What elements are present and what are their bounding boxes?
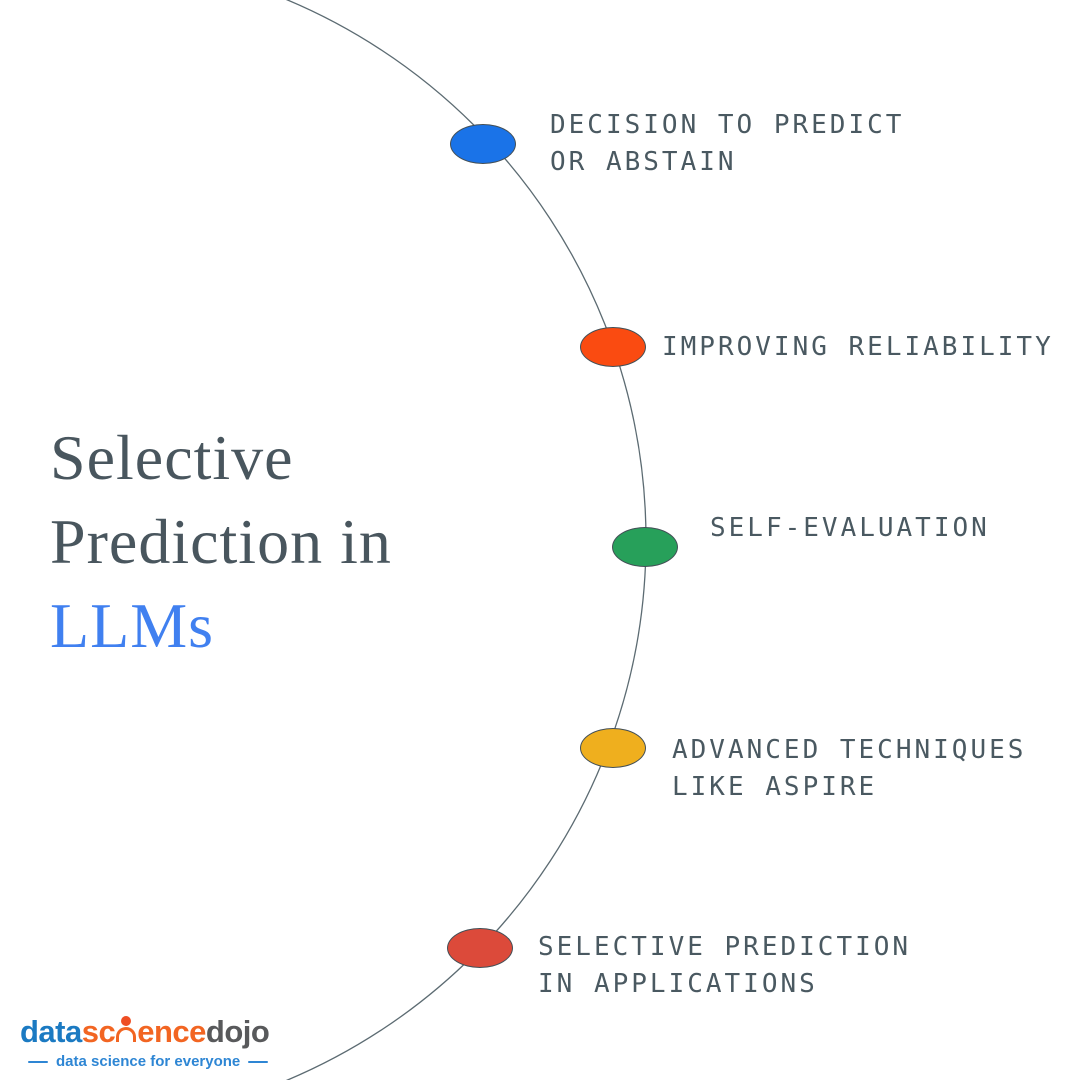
node-ellipse-self-evaluation [612, 527, 678, 567]
title-accent-llms: LLMs [50, 590, 214, 661]
title-line-2: Prediction in [50, 506, 392, 577]
logo-word-dojo: dojo [205, 1014, 270, 1049]
logo-person-icon [116, 1016, 137, 1042]
person-arms-icon [116, 1027, 137, 1042]
node-label-decision-line-1: DECISION TO PREDICT [550, 110, 905, 140]
node-label-applications-line-1: SELECTIVE PREDICTION [538, 932, 912, 962]
node-label-self-evaluation-line-1: SELF-EVALUATION [710, 513, 990, 543]
person-head-icon [121, 1016, 132, 1026]
title-line-1: Selective [50, 422, 294, 493]
node-label-reliability-line-1: IMPROVING RELIABILITY [662, 332, 1054, 362]
page-title: Selective Prediction in LLMs [50, 416, 392, 668]
logo-word-data: data [20, 1014, 82, 1049]
logo-tagline: data science for everyone [56, 1053, 241, 1070]
logo-word-science-post: ence [137, 1014, 206, 1049]
node-label-advanced-line-1: ADVANCED TECHNIQUES [672, 735, 1027, 765]
node-ellipse-advanced-techniques [580, 728, 646, 768]
node-label-decision-line-2: OR ABSTAIN [550, 147, 737, 177]
logo-tagline-row: data science for everyone [28, 1053, 269, 1070]
node-label-advanced-line-2: LIKE ASPIRE [672, 772, 878, 802]
node-ellipse-improving-reliability [580, 327, 646, 367]
logo-word-science-pre: sc [81, 1014, 116, 1049]
node-label-applications-line-2: IN APPLICATIONS [538, 969, 818, 999]
tagline-left-dash [28, 1060, 48, 1063]
node-ellipse-selective-prediction-applications [447, 928, 513, 968]
tagline-right-dash [248, 1060, 269, 1063]
node-ellipse-decision-to-predict-or-abstain [450, 124, 516, 164]
